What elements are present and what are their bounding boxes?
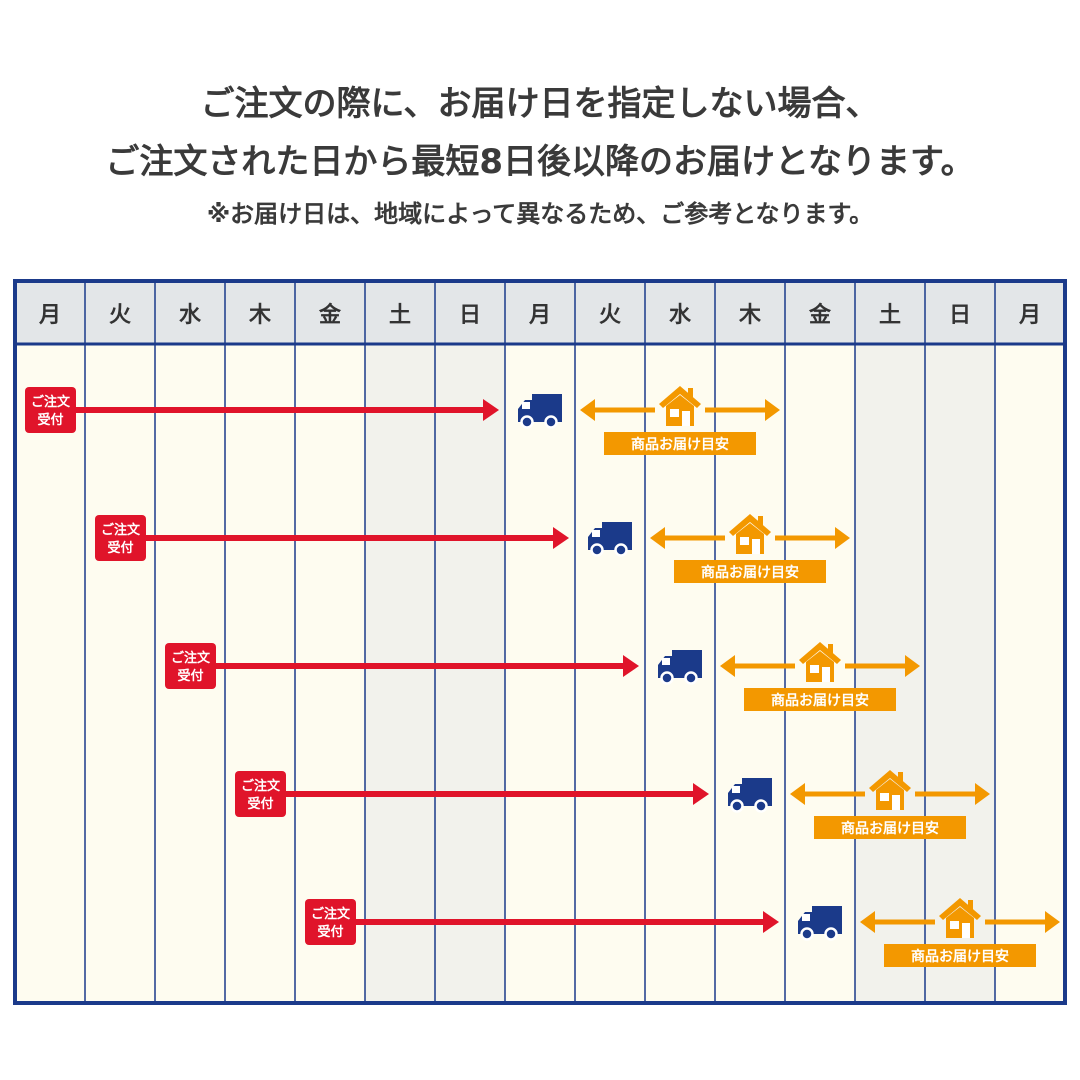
house-icon	[869, 770, 911, 810]
delivery-estimate-label: 商品お届け目安	[631, 436, 729, 453]
delivery-note: ※お届け日は、地域によって異なるため、ご参考となります。	[206, 200, 874, 228]
delivery-estimate-label: 商品お届け目安	[841, 820, 939, 837]
house-icon	[799, 642, 841, 682]
order-badge-line1: ご注文	[311, 906, 351, 922]
headline-line-1: ご注文の際に、お届け日を指定しない場合、	[200, 84, 880, 124]
delivery-estimate-badge	[744, 688, 896, 711]
truck-icon	[728, 778, 772, 813]
truck-icon	[798, 906, 842, 941]
truck-icon	[518, 394, 562, 429]
day-label: 木	[738, 303, 762, 328]
day-label: 月	[1018, 303, 1041, 328]
day-label: 土	[389, 303, 411, 328]
delivery-estimate-label: 商品お届け目安	[701, 564, 799, 581]
order-badge	[25, 387, 76, 433]
day-label: 金	[318, 302, 342, 328]
delivery-estimate-label: 商品お届け目安	[771, 692, 869, 709]
order-badge	[95, 515, 146, 561]
delivery-arrow-right-head	[765, 399, 780, 421]
order-badge	[305, 899, 356, 945]
delivery-estimate-badge	[884, 944, 1036, 967]
order-badge-line1: ご注文	[101, 522, 141, 538]
day-label: 金	[808, 302, 832, 328]
truck-icon	[588, 522, 632, 557]
order-arrow-head	[553, 527, 569, 549]
delivery-arrow-left-head	[860, 911, 875, 933]
order-badge-line2: 受付	[107, 540, 133, 556]
day-label: 日	[459, 303, 481, 328]
day-label: 月	[528, 303, 551, 328]
delivery-arrow-right-head	[905, 655, 920, 677]
weekend-column	[365, 344, 435, 1003]
house-icon	[729, 514, 771, 554]
order-badge	[165, 643, 216, 689]
delivery-estimate-label: 商品お届け目安	[911, 948, 1009, 965]
calendar-header	[15, 281, 1065, 344]
order-badge-line2: 受付	[247, 796, 273, 812]
order-arrow-head	[483, 399, 499, 421]
day-label: 月	[38, 303, 61, 328]
delivery-estimate-badge	[674, 560, 826, 583]
order-arrow-head	[763, 911, 779, 933]
delivery-arrow-left-head	[790, 783, 805, 805]
weekend-column	[435, 344, 505, 1003]
calendar-frame	[13, 279, 1067, 1005]
house-icon	[659, 386, 701, 426]
order-badge-line1: ご注文	[31, 394, 71, 410]
weekend-column	[855, 344, 925, 1003]
day-label: 水	[669, 303, 692, 328]
headline-line-2: ご注文された日から最短8日後以降のお届けとなります。	[105, 142, 975, 182]
house-icon	[939, 898, 981, 938]
delivery-arrow-left-head	[580, 399, 595, 421]
day-label: 火	[599, 303, 621, 328]
day-label: 木	[248, 303, 272, 328]
delivery-estimate-badge	[604, 432, 756, 455]
delivery-arrow-right-head	[975, 783, 990, 805]
truck-icon	[658, 650, 702, 685]
weekend-column	[925, 344, 995, 1003]
order-badge-line1: ご注文	[171, 650, 211, 666]
day-label: 水	[179, 303, 202, 328]
order-badge-line1: ご注文	[241, 778, 281, 794]
order-badge-line2: 受付	[317, 924, 343, 940]
delivery-arrow-right-head	[1045, 911, 1060, 933]
delivery-estimate-badge	[814, 816, 966, 839]
delivery-arrow-left-head	[650, 527, 665, 549]
order-arrow-head	[693, 783, 709, 805]
order-badge	[235, 771, 286, 817]
order-badge-line2: 受付	[177, 668, 203, 684]
delivery-arrow-right-head	[835, 527, 850, 549]
day-label: 火	[109, 303, 131, 328]
day-label: 日	[949, 303, 971, 328]
order-badge-line2: 受付	[37, 412, 63, 428]
day-label: 土	[879, 303, 901, 328]
delivery-arrow-left-head	[720, 655, 735, 677]
order-arrow-head	[623, 655, 639, 677]
